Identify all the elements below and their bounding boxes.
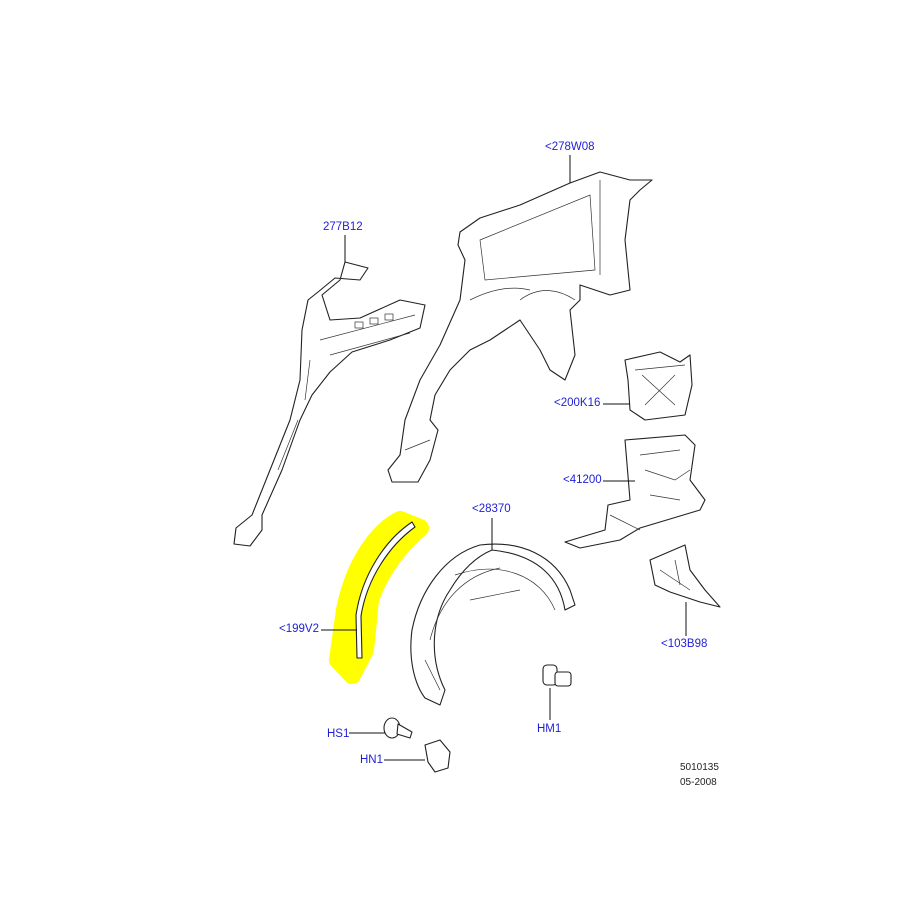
part-HM1 [542, 664, 572, 687]
callout-41200[interactable]: <41200 [563, 474, 602, 486]
callout-278W08[interactable]: <278W08 [545, 141, 595, 153]
callout-HN1[interactable]: HN1 [360, 754, 384, 766]
part-41200 [564, 434, 706, 549]
part-103B98 [649, 544, 721, 608]
callout-103B98[interactable]: <103B98 [661, 638, 708, 650]
part-28370 [410, 543, 576, 706]
part-HS1 [383, 717, 413, 739]
reference-number: 5010135 [680, 762, 719, 773]
highlight-199V2 [329, 511, 429, 684]
reference-date: 05-2008 [680, 777, 717, 788]
part-277B12 [233, 261, 426, 547]
callout-200K16[interactable]: <200K16 [554, 397, 601, 409]
callout-277B12[interactable]: 277B12 [323, 221, 363, 233]
part-278W08 [387, 171, 653, 483]
callout-HM1[interactable]: HM1 [537, 723, 562, 735]
part-HN1 [424, 739, 451, 773]
part-200K16 [624, 351, 693, 421]
part-199V2-strip [355, 521, 416, 659]
leader-lines [321, 155, 687, 761]
callout-HS1[interactable]: HS1 [327, 728, 350, 740]
callout-28370[interactable]: <28370 [472, 503, 511, 515]
callout-199V2[interactable]: <199V2 [279, 623, 319, 635]
